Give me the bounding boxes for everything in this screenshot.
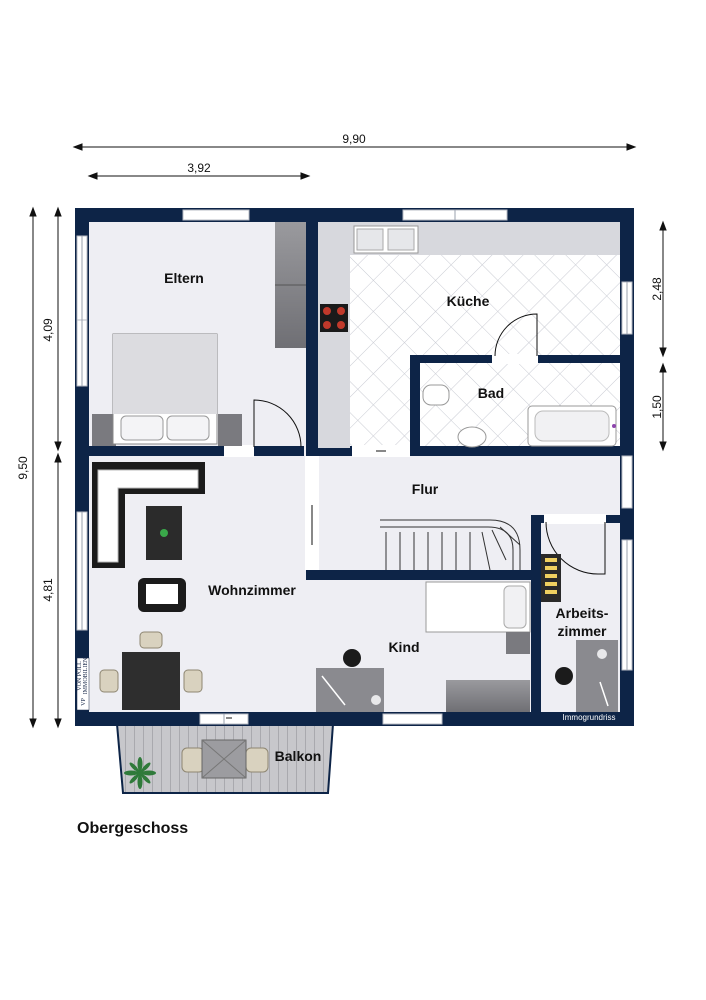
dim-total-width: 9,90 — [342, 132, 366, 146]
washbasin-icon — [457, 426, 487, 448]
kitchen-tiles — [350, 255, 622, 355]
logo-tagline: IMMOBILIEN — [83, 657, 89, 694]
single-bed — [425, 581, 531, 654]
staircase — [380, 519, 521, 571]
room-label-balkon: Balkon — [275, 748, 322, 764]
dim-total-height: 9,50 — [16, 456, 30, 480]
balcony-railing — [116, 723, 334, 794]
coffee-table — [146, 506, 182, 560]
logo: VP VON POLL IMMOBILIEN — [76, 657, 90, 711]
dim-left-upper: 4,09 — [41, 318, 55, 342]
floor-caption: Obergeschoss — [77, 820, 189, 837]
window-mullions — [81, 210, 628, 724]
kitchen-tiles-lower — [350, 355, 412, 448]
dining-table — [99, 631, 203, 710]
room-label-flur: Flur — [412, 481, 439, 497]
door-swings — [226, 313, 606, 719]
room-label-eltern: Eltern — [164, 270, 204, 286]
kid-dresser — [446, 680, 530, 712]
dim-left-lower: 4,81 — [41, 578, 55, 602]
dim-right-upper: 2,48 — [650, 277, 664, 301]
room-label-bad: Bad — [478, 385, 504, 401]
credit-label: Immogrundriss — [563, 713, 616, 722]
toilet-icon — [422, 384, 450, 406]
dim-partial-width: 3,92 — [187, 161, 211, 175]
room-label-kueche: Küche — [447, 293, 490, 309]
kid-desk — [316, 649, 384, 712]
dimension-lines — [29, 143, 667, 729]
bathroom-fixtures — [422, 384, 617, 448]
armchair — [138, 578, 186, 612]
office-shelf — [541, 554, 561, 602]
room-label-arbeitszimmer-line2: zimmer — [557, 623, 607, 639]
kitchen-counter — [318, 222, 620, 448]
room-label-arbeitszimmer-line1: Arbeits- — [556, 605, 609, 621]
room-label-wohnzimmer: Wohnzimmer — [208, 582, 296, 598]
sofa — [92, 462, 205, 568]
office-desk — [555, 640, 618, 712]
logo-mark: VP — [81, 698, 87, 706]
dim-right-lower: 1,50 — [650, 395, 664, 419]
room-label-kind: Kind — [388, 639, 419, 655]
wardrobe — [275, 222, 306, 348]
plant-icon — [124, 757, 156, 789]
balcony-table-set — [181, 739, 269, 779]
logo-name: VON POLL — [77, 661, 83, 691]
double-bed — [92, 333, 242, 446]
